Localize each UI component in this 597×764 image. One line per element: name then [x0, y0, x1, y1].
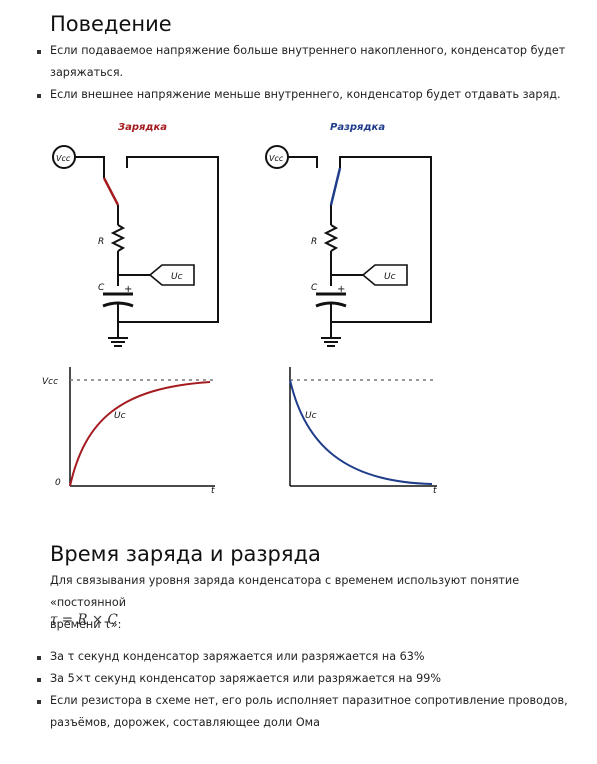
curve-label: Uc	[305, 411, 317, 421]
bullet-text: Если резистора в схеме нет, его роль исп…	[50, 690, 568, 734]
bullet-line: Если резистора в схеме нет, его роль исп…	[50, 694, 568, 707]
capacitor-label: C	[98, 283, 105, 293]
discharge-graph: Uc t	[289, 367, 437, 496]
vcc-source-label: Vcc	[56, 154, 71, 163]
capacitor-plate-curved	[315, 301, 347, 308]
bullet-text: Если подаваемое напряжение больше внутре…	[50, 40, 565, 84]
ground-icon	[108, 337, 128, 347]
charge-curve	[69, 381, 211, 487]
bullet-line: заряжаться.	[50, 66, 124, 79]
plus-label: +	[337, 284, 345, 295]
discharge-circuit: Разрядка Vcc Uc R C +	[265, 122, 432, 347]
resistor-label: R	[98, 237, 104, 247]
bullet-text: За 5×τ секунд конденсатор заряжается или…	[50, 668, 441, 690]
discharge-curve	[289, 379, 433, 485]
bullet-line: Если внешнее напряжение меньше внутренне…	[50, 88, 561, 101]
bullet-line: Если подаваемое напряжение больше внутре…	[50, 44, 566, 57]
formula-times: ×	[87, 612, 108, 628]
wire	[331, 156, 432, 323]
bullet-line: разъёмов, дорожек, составляющее доли Ома	[50, 716, 320, 729]
section-title-charge-time: Время заряда и разряда	[50, 542, 321, 566]
origin-label: 0	[55, 478, 61, 488]
intro-paragraph: Для связывания уровня заряда конденсатор…	[50, 570, 597, 636]
bullet-line: За 5×τ секунд конденсатор заряжается или…	[50, 672, 442, 685]
charge-circuit: Зарядка Vcc Uc R C +	[52, 122, 219, 347]
bullet-line: За τ секунд конденсатор заряжается или р…	[50, 650, 425, 663]
probe-icon	[148, 264, 195, 286]
vcc-level-label: Vcc	[42, 377, 58, 387]
bullet-marker	[37, 695, 45, 704]
time-axis-label: t	[433, 486, 437, 496]
bullet-text: Если внешнее напряжение меньше внутренне…	[50, 84, 561, 106]
bullet-marker	[37, 45, 45, 54]
formula-c: C	[107, 612, 118, 628]
wire	[75, 156, 105, 178]
rc-figure: Зарядка Vcc Uc R C + Разрядка Vcc Uc R	[42, 122, 437, 496]
switch-arm	[329, 167, 342, 206]
bullet-marker	[37, 89, 45, 98]
time-axis-label: t	[211, 486, 215, 496]
ground-icon	[321, 337, 341, 347]
resistor-icon	[110, 224, 126, 252]
discharge-caption: Разрядка	[330, 122, 385, 133]
section-title-behavior: Поведение	[50, 12, 172, 36]
switch-arm	[102, 177, 120, 206]
capacitor-label: C	[311, 283, 318, 293]
probe-icon	[361, 264, 408, 286]
plus-label: +	[124, 284, 132, 295]
bullet-marker	[37, 651, 45, 660]
charge-caption: Зарядка	[118, 122, 167, 133]
probe-label: Uc	[171, 272, 183, 282]
intro-line: Для связывания уровня заряда конденсатор…	[50, 574, 520, 609]
probe-label: Uc	[384, 272, 396, 282]
bullet-text: За τ секунд конденсатор заряжается или р…	[50, 646, 425, 668]
wire	[288, 156, 318, 168]
formula-equals: =	[57, 612, 78, 628]
curve-label: Uc	[114, 411, 126, 421]
bullet-marker	[37, 673, 45, 682]
vcc-source-label: Vcc	[269, 154, 284, 163]
charge-graph: Vcc 0 Uc t	[42, 367, 215, 496]
formula-r: R	[77, 612, 88, 628]
capacitor-plate-curved	[102, 301, 134, 308]
intro-line: времени τ»:	[50, 618, 122, 631]
wire	[118, 156, 219, 323]
resistor-icon	[323, 224, 339, 252]
time-constant-formula: τ = R × C	[50, 612, 118, 628]
formula-tau: τ	[50, 612, 58, 628]
resistor-label: R	[311, 237, 317, 247]
